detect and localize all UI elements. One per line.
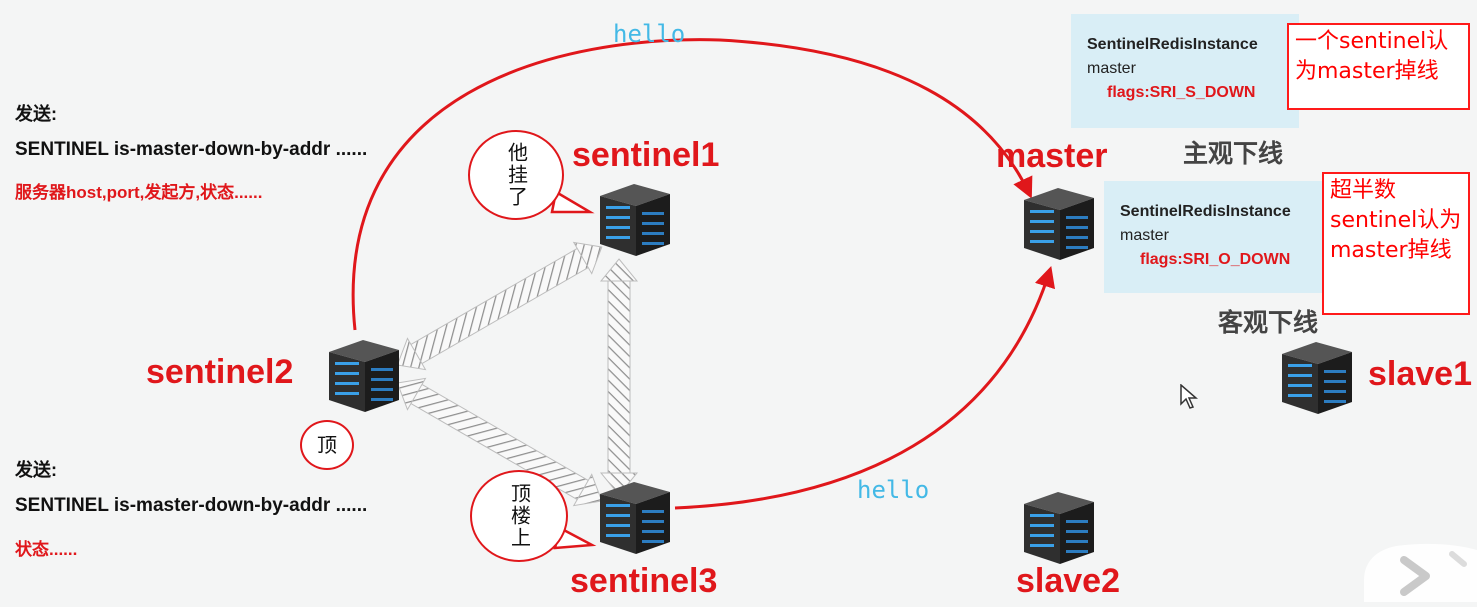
- instance-role: master: [1120, 227, 1169, 244]
- send-title-bottom: 发送:: [15, 460, 57, 480]
- server-rack-icon: [600, 482, 670, 554]
- speech-bubble-sentinel3: 顶楼上: [470, 470, 568, 562]
- mouse-pointer-icon: [1180, 384, 1198, 409]
- send-title-top: 发送:: [15, 104, 57, 124]
- sentinel2-label: sentinel2: [146, 353, 294, 391]
- note-subjective-down: 一个sentinel认为master掉线: [1287, 23, 1470, 110]
- hello-arc-bottom: [674, 265, 1055, 510]
- player-overlay[interactable]: [1356, 540, 1477, 602]
- bubble-text-sentinel2: 顶: [317, 432, 337, 457]
- hello-label-bottom: hello: [857, 476, 930, 504]
- bubble-text-sentinel1: 他挂了: [504, 142, 529, 208]
- objective-down-caption: 客观下线: [1218, 309, 1319, 337]
- note-objective-down: 超半数sentinel认为master掉线: [1322, 172, 1470, 315]
- server-rack-icon: [600, 184, 670, 256]
- send-command-top: SENTINEL is-master-down-by-addr ......: [15, 139, 368, 160]
- sentinel-mesh-links: [396, 241, 639, 507]
- hello-arc-top: [351, 38, 1033, 331]
- instance-class-name: SentinelRedisInstance: [1120, 203, 1291, 220]
- server-rack-icon: [1024, 492, 1094, 564]
- play-icon[interactable]: [1356, 540, 1477, 602]
- sentinel-instance-box-sdown: SentinelRedisInstance master flags:SRI_S…: [1071, 14, 1299, 128]
- server-rack-icon: [1024, 188, 1094, 260]
- subjective-down-caption: 主观下线: [1183, 140, 1284, 168]
- hello-label-top: hello: [613, 20, 686, 48]
- sentinel3-label: sentinel3: [570, 562, 718, 600]
- speech-bubble-sentinel2: 顶: [300, 420, 354, 470]
- instance-class-name: SentinelRedisInstance: [1087, 36, 1258, 53]
- sentinel-instance-box-odown: SentinelRedisInstance master flags:SRI_O…: [1104, 181, 1330, 293]
- master-label: master: [996, 137, 1108, 175]
- bubble-text-sentinel3: 顶楼上: [507, 483, 532, 549]
- slave2-label: slave2: [1016, 562, 1120, 600]
- send-detail-top: 服务器host,port,发起方,状态......: [15, 183, 263, 202]
- speech-bubble-sentinel1: 他挂了: [468, 130, 564, 220]
- slave1-label: slave1: [1368, 355, 1472, 393]
- instance-role: master: [1087, 60, 1136, 77]
- server-rack-icon: [329, 340, 399, 412]
- send-command-bottom: SENTINEL is-master-down-by-addr ......: [15, 495, 368, 516]
- server-rack-icon: [1282, 342, 1352, 414]
- instance-flags: flags:SRI_O_DOWN: [1140, 251, 1291, 268]
- instance-flags: flags:SRI_S_DOWN: [1107, 84, 1256, 101]
- send-detail-bottom: 状态......: [15, 540, 78, 559]
- sentinel1-label: sentinel1: [572, 136, 720, 174]
